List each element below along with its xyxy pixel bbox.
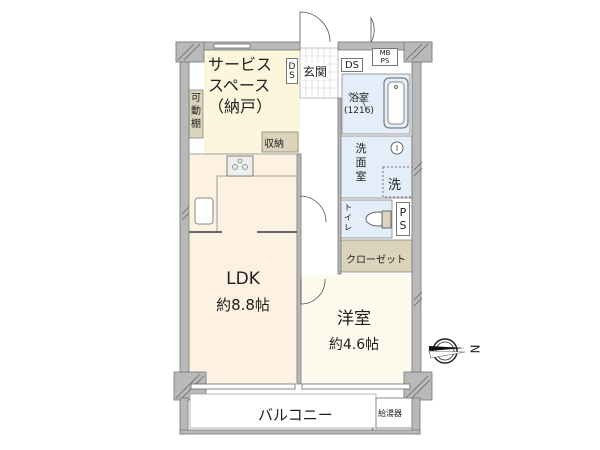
movable-shelf-label: 可動棚 (191, 93, 201, 130)
western-room-label: 洋室 約4.6帖 (328, 309, 380, 353)
balcony-label: バルコニー (258, 406, 333, 424)
doors (299, 11, 377, 431)
water-heater-label: 給湯器 (378, 409, 402, 418)
ds-right-box: DS (341, 58, 363, 72)
toilet-label: トイレ (344, 203, 352, 232)
mb-ps-box: MB PS (372, 48, 398, 66)
compass-label: N (467, 344, 482, 354)
bathroom-label: 浴室 (1216) (344, 93, 374, 116)
entrance-label: 玄関 (302, 63, 329, 80)
washer-label: 洗 (388, 178, 402, 193)
kitchen-counter (188, 153, 298, 233)
closet-label: クローゼット (346, 255, 406, 266)
ps-box: PS (396, 202, 410, 236)
closet-fill (339, 239, 413, 273)
service-space-label: サービス スペース （納戸） (208, 55, 273, 116)
windows (190, 43, 411, 390)
storage-fill (261, 131, 299, 153)
compass-north-icon: N (425, 336, 485, 366)
ds-left-box: DS (286, 58, 298, 84)
western-room-fill (300, 274, 412, 384)
water-heater-box (375, 397, 413, 429)
washer-area (382, 166, 413, 198)
washroom-label: 洗面室 (355, 142, 367, 183)
storage-label: 収納 (264, 139, 284, 150)
ldk-label: LDK 約8.8帖 (216, 269, 270, 314)
hallway-fill (300, 100, 338, 275)
